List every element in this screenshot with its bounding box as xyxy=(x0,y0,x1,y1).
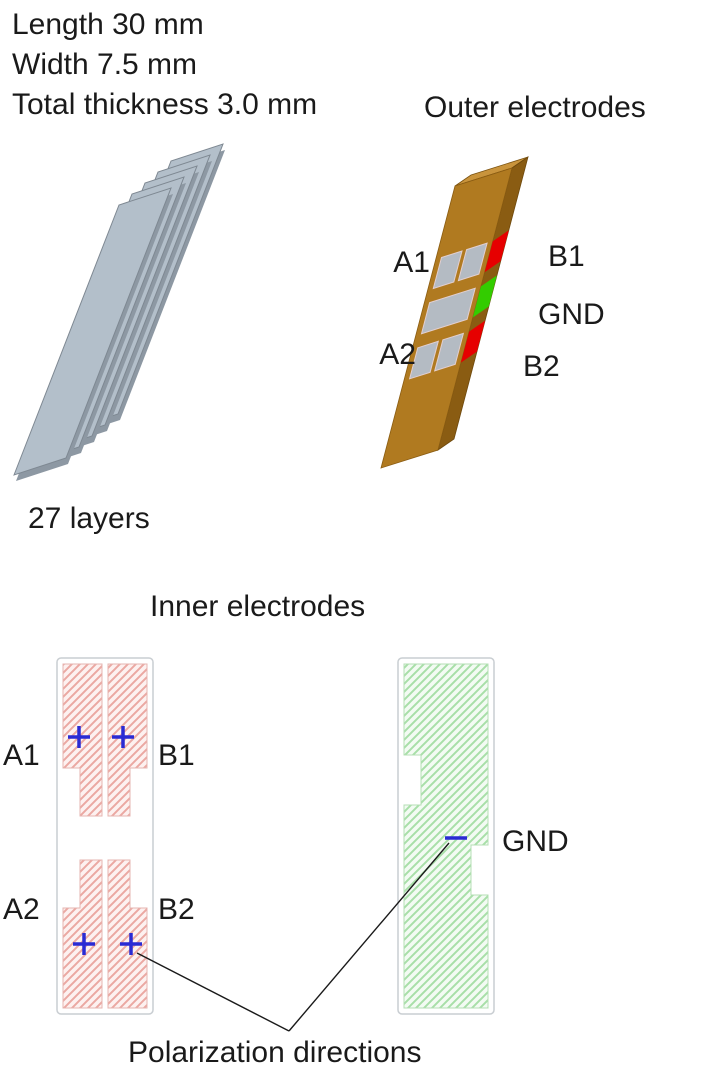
inner-electrode-left-sheet xyxy=(56,657,154,1015)
inner-quadrant-b1 xyxy=(107,663,148,817)
plus-icon xyxy=(73,933,95,955)
polarization-leader-lines xyxy=(136,842,450,1032)
leader-line xyxy=(288,842,450,1032)
terminal-b2 xyxy=(460,320,486,363)
leader-line xyxy=(136,952,290,1032)
layer-stack xyxy=(13,143,225,481)
terminal-b1 xyxy=(484,230,509,273)
inner-label-a2: A2 xyxy=(3,893,40,926)
layer-plate xyxy=(13,187,172,476)
plus-icon xyxy=(112,726,134,748)
inner-label-b2: B2 xyxy=(158,893,195,926)
outer-electrodes-title: Outer electrodes xyxy=(424,91,646,124)
electrode-patch-gnd xyxy=(420,287,476,335)
spec-length-label: Length 30 mm xyxy=(12,8,204,41)
inner-quadrant-a1 xyxy=(62,663,103,817)
inner-label-a1: A1 xyxy=(3,739,40,772)
plus-icon xyxy=(120,933,142,955)
electrode-patch-a1 xyxy=(432,250,463,290)
outer-label-a1: A1 xyxy=(393,246,430,279)
outer-label-a2: A2 xyxy=(379,338,416,371)
plus-icon xyxy=(68,726,90,748)
layers-count-label: 27 layers xyxy=(28,502,150,535)
inner-quadrant-b2 xyxy=(107,859,148,1009)
electrode-patch-a2 xyxy=(408,340,440,380)
electrode-patch-b1 xyxy=(457,242,488,282)
outer-label-b2: B2 xyxy=(523,350,560,383)
inner-label-b1: B1 xyxy=(158,739,195,772)
inner-electrode-right-sheet xyxy=(397,657,495,1015)
spec-width-label: Width 7.5 mm xyxy=(12,48,197,81)
spec-thickness-label: Total thickness 3.0 mm xyxy=(12,88,317,121)
outer-label-b1: B1 xyxy=(548,240,585,273)
outer-electrode-bar xyxy=(380,156,529,469)
inner-label-gnd: GND xyxy=(502,825,569,858)
inner-electrodes-title: Inner electrodes xyxy=(150,590,365,623)
electrode-patch-b2 xyxy=(433,332,465,372)
inner-gnd-electrode xyxy=(403,663,489,1009)
terminal-gnd xyxy=(472,275,497,318)
polarization-directions-label: Polarization directions xyxy=(128,1036,421,1069)
outer-label-gnd: GND xyxy=(538,298,605,331)
